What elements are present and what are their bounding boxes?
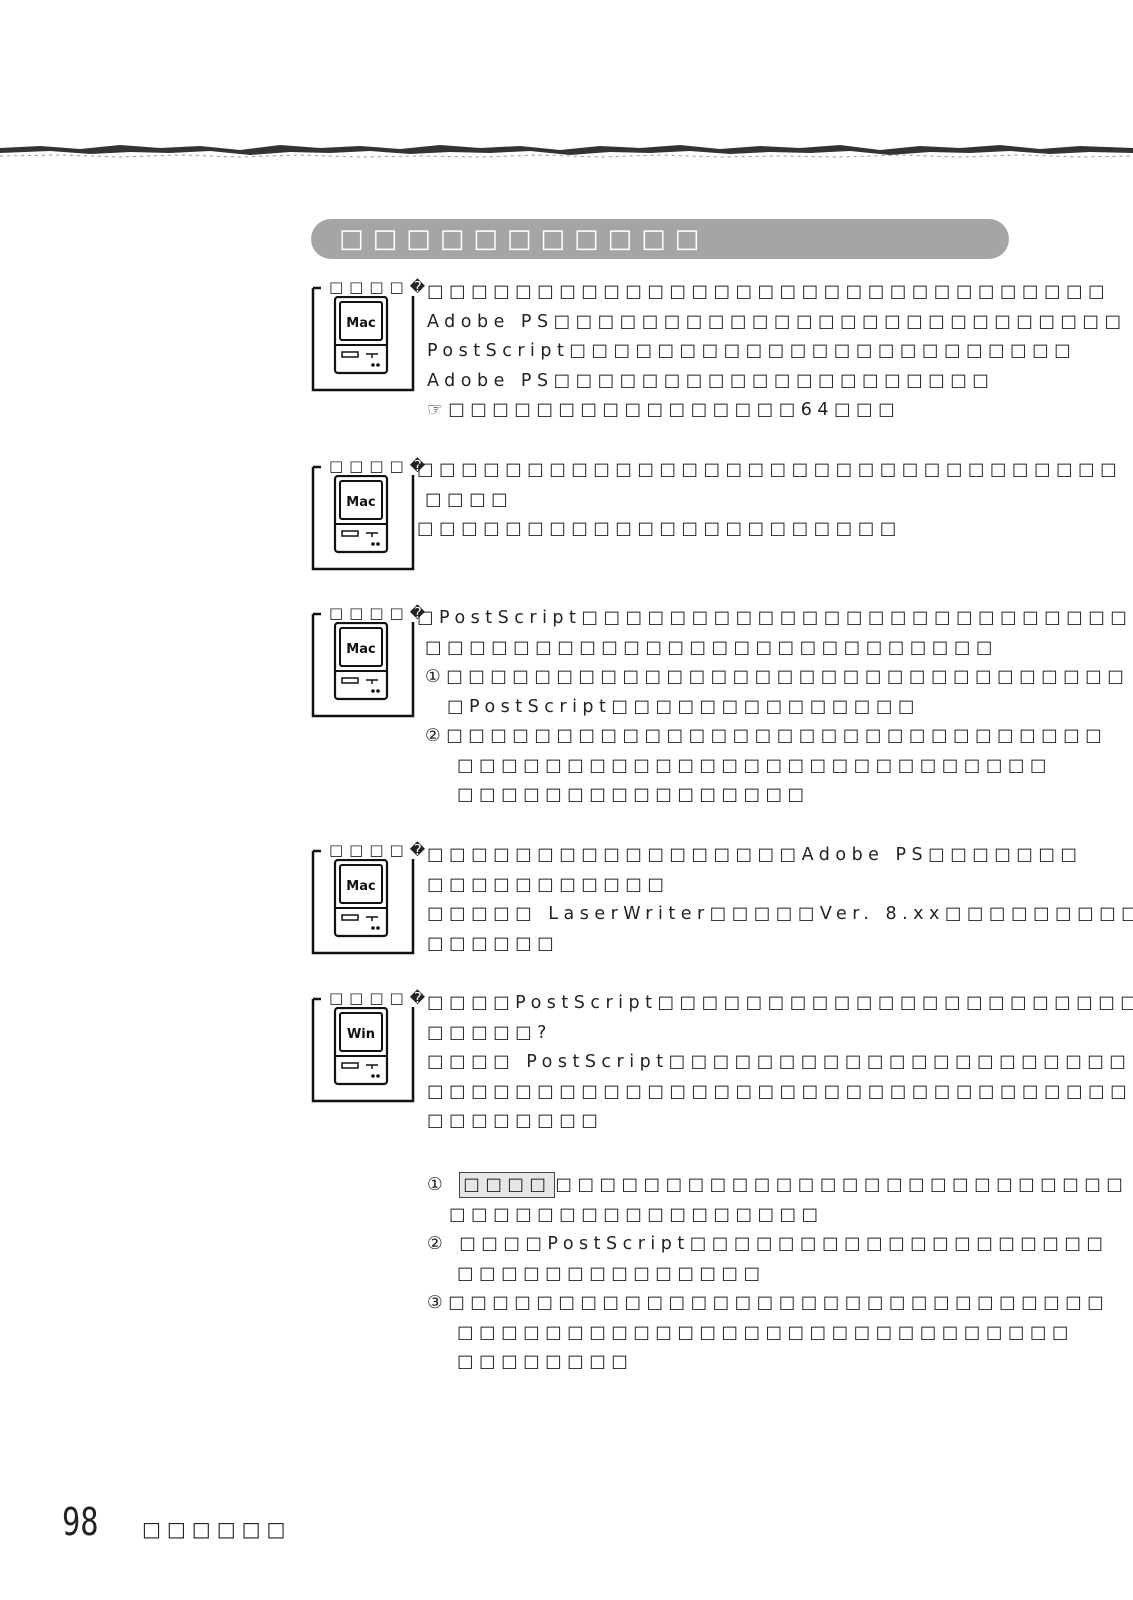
text-line: □□□□□□ xyxy=(427,933,560,954)
entry-text: □□□□□□□□□□□□□□□□□□□□□□□□□□□□□□□□ □□□□ □□… xyxy=(417,456,1122,545)
mac-computer-icon: Mac xyxy=(311,612,415,718)
win-procedure-steps: ① □□□□□□□□□□□□□□□□□□□□□□□□□□□□□□ □□□□□□□… xyxy=(427,1171,1128,1378)
text-line: □PostScript□□□□□□□□□□□□□□□□□□□□□□□□□□ xyxy=(417,608,1133,628)
text-line: □□□□PostScript□□□□□□□□□□□□□□□□□□□□□□ xyxy=(427,993,1133,1013)
svg-text:Mac: Mac xyxy=(346,316,375,331)
text-line: □□□□□□□□□□□□□□□□□□□□□□□□□□□□□□□ xyxy=(427,282,1111,302)
text-line: □□□□ PostScript□□□□□□□□□□□□□□□□□□□□□ xyxy=(427,1052,1132,1072)
mac-computer-icon: Mac xyxy=(311,286,415,392)
qa-entry-3: Mac □□□□� □PostScript□□□□□□□□□□□□□□□□□□□… xyxy=(311,604,1133,805)
step-2-line-2: □□□□□□□□□□□□□□ xyxy=(457,1263,766,1284)
entry-text: □PostScript□□□□□□□□□□□□□□□□□□□□□□□□□□ □□… xyxy=(417,604,1133,811)
text-line: □□□□□□□□□□□□□□□□□Adobe PS□□□□□□□ xyxy=(427,845,1083,865)
section-title-banner: □□□□□□□□□□□ xyxy=(311,219,1009,259)
step-3-line-3: □□□□□□□□ xyxy=(457,1352,634,1372)
qa-entry-4: Mac □□□□� □□□□□□□□□□□□□□□□□Adobe PS□□□□□… xyxy=(311,841,1133,959)
text-line: PostScript□□□□□□□□□□□□□□□□□□□□□□□ xyxy=(427,341,1077,361)
text-line: ②□□□□□□□□□□□□□□□□□□□□□□□□□□□□□□ xyxy=(425,726,1108,746)
mac-computer-icon: Mac xyxy=(311,465,415,571)
text-line: □□□□□□□□ xyxy=(427,1111,604,1131)
step-2-line-1: ② □□□□PostScript□□□□□□□□□□□□□□□□□□□ xyxy=(427,1234,1109,1254)
entry-label: □□□□� xyxy=(327,604,434,622)
entry-text: □□□□□□□□□□□□□□□□□□□□□□□□□□□□□□□ Adobe PS… xyxy=(427,278,1126,426)
step-1-line-1: ① □□□□□□□□□□□□□□□□□□□□□□□□□□□□□□ xyxy=(427,1171,1128,1201)
entry-label: □□□□� xyxy=(327,278,434,296)
section-title: □□□□□□□□□□□ xyxy=(339,224,709,254)
step-3-line-2: □□□□□□□□□□□□□□□□□□□□□□□□□□□□ xyxy=(457,1322,1074,1343)
entry-label: □□□□� xyxy=(327,989,434,1007)
text-line: Adobe PS□□□□□□□□□□□□□□□□□□□□□□□□□□ xyxy=(427,311,1127,332)
text-line: □□□□□□□□□□□□□□□□□□□□□□□□□□ xyxy=(425,637,998,658)
svg-text:Win: Win xyxy=(347,1027,375,1042)
text-line: □□□□□□□□□□□□□□□□□□□□□□ xyxy=(417,519,902,539)
mac-computer-icon: Mac xyxy=(311,849,415,955)
text-line: ☞□□□□□□□□□□□□□□□□64□□□ xyxy=(427,400,901,420)
text-line: □□□□□□□□□□□□□□□□□□□□□□□□□□□ xyxy=(457,755,1052,776)
text-line: □□□□□□□□□□□ xyxy=(427,874,670,895)
text-line: □□□□□ LaserWriter□□□□□Ver. 8.xx□□□□□□□□□ xyxy=(427,904,1133,924)
text-line: □PostScript□□□□□□□□□□□□□□ xyxy=(447,696,920,717)
qa-entry-1: Mac □□□□� □□□□□□□□□□□□□□□□□□□□□□□□□□□□□□… xyxy=(311,278,1121,420)
entry-text: □□□□PostScript□□□□□□□□□□□□□□□□□□□□□□ □□□… xyxy=(427,989,1133,1137)
qa-entry-2: Mac □□□□� □□□□□□□□□□□□□□□□□□□□□□□□□□□□□□… xyxy=(311,457,1117,575)
text-line: □□□□□□□□□□□□□□□□□□□□□□□□□□□□□□□□ xyxy=(427,1081,1133,1102)
text-line: ①□□□□□□□□□□□□□□□□□□□□□□□□□□□□□□□ xyxy=(425,667,1130,687)
entry-label: □□□□� xyxy=(327,841,434,859)
torn-edge-divider xyxy=(0,145,1133,158)
text-line: □□□□□□□□□□□□□□□□ xyxy=(457,785,810,805)
footer-section-name: □□□□□□ xyxy=(142,1517,292,1541)
qa-entry-5: Win □□□□� □□□□PostScript□□□□□□□□□□□□□□□□… xyxy=(311,989,1133,1131)
step-1-number: ① xyxy=(427,1175,449,1195)
svg-text:Mac: Mac xyxy=(346,642,375,657)
svg-text:Mac: Mac xyxy=(346,495,375,510)
page-number: 98 xyxy=(62,1500,99,1544)
text-line: Adobe PS□□□□□□□□□□□□□□□□□□□□ xyxy=(427,370,995,391)
step-1-line-2: □□□□□□□□□□□□□□□□□ xyxy=(449,1204,824,1225)
entry-label: □□□□� xyxy=(327,457,434,475)
text-line: □□□□ xyxy=(425,489,514,510)
text-line: □□□□□□□□□□□□□□□□□□□□□□□□□□□□□□□□ xyxy=(417,460,1123,480)
text-line: □□□□□? xyxy=(427,1022,552,1043)
step-1-text: □□□□□□□□□□□□□□□□□□□□□□□□□□ xyxy=(555,1175,1129,1195)
step-1-key-label: □□□□ xyxy=(459,1172,556,1198)
windows-computer-icon: Win xyxy=(311,997,415,1103)
entry-text: □□□□□□□□□□□□□□□□□Adobe PS□□□□□□□ □□□□□□□… xyxy=(427,841,1133,959)
svg-text:Mac: Mac xyxy=(346,879,375,894)
step-3-line-1: ③□□□□□□□□□□□□□□□□□□□□□□□□□□□□□□ xyxy=(427,1293,1110,1313)
